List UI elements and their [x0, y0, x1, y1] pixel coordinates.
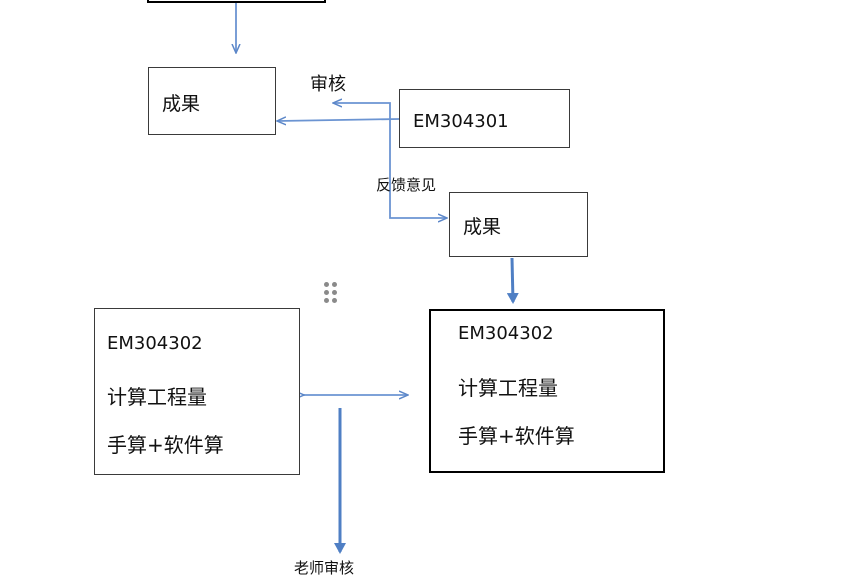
- em304301-box: EM304301: [399, 89, 570, 148]
- left-task-line2: 手算+软件算: [107, 433, 224, 457]
- right-task-line2: 手算+软件算: [458, 424, 575, 448]
- left-task-line1: 计算工程量: [107, 385, 207, 409]
- em304301-label: EM304301: [413, 111, 509, 132]
- left-task-box: EM304302 计算工程量 手算+软件算: [94, 308, 300, 475]
- right-task-line1: 计算工程量: [458, 376, 558, 400]
- result-box-1: 成果: [148, 67, 276, 135]
- result-box-2: 成果: [449, 192, 588, 257]
- result-box-2-label: 成果: [463, 216, 502, 238]
- teacher-review-label: 老师审核: [294, 559, 355, 577]
- arrow-em304301-to-result: [278, 119, 400, 121]
- drag-handle-icon[interactable]: [323, 282, 339, 304]
- audit-label: 审核: [310, 74, 346, 95]
- result-box-1-label: 成果: [162, 93, 201, 115]
- feedback-label: 反馈意见: [376, 176, 437, 194]
- right-task-box: EM304302 计算工程量 手算+软件算: [429, 309, 665, 473]
- arrow-feedback-to-result2: [389, 119, 446, 218]
- arrow-audit: [334, 103, 391, 119]
- left-task-code: EM304302: [107, 333, 203, 354]
- right-task-code: EM304302: [458, 323, 554, 344]
- arrow-result2-to-right-box: [506, 257, 519, 304]
- top-partial-box: [147, 0, 326, 3]
